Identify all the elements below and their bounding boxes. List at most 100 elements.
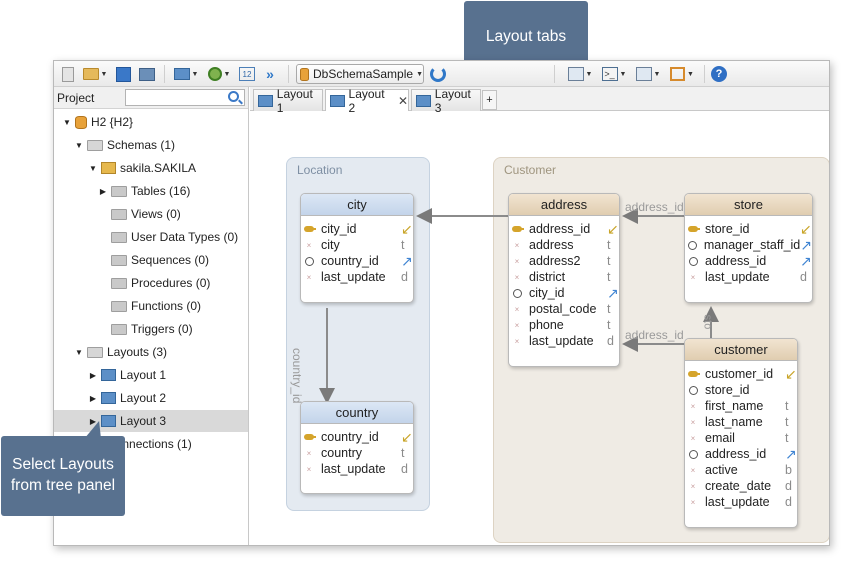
monitor-button[interactable]: ▼ <box>172 64 200 84</box>
entity-store[interactable]: store store_id↙manager_staff_id↗address_… <box>684 193 813 303</box>
entity-column[interactable]: store_id↙ <box>685 221 812 237</box>
tab-layout-3[interactable]: Layout 3 <box>411 87 481 115</box>
tree-item[interactable]: ▶Tables (16) <box>54 180 248 202</box>
terminal-button[interactable]: >_▼ <box>600 64 628 84</box>
tree-item[interactable]: ▶Layout 3 <box>54 410 248 432</box>
column-name: last_update <box>321 462 386 476</box>
tab-layout-2[interactable]: Layout 2 ✕ <box>325 87 409 115</box>
tree-item[interactable]: Views (0) <box>54 203 248 225</box>
project-search-input[interactable] <box>125 89 245 106</box>
entity-column[interactable]: address_id↗ <box>685 253 812 269</box>
column-name: last_update <box>705 270 770 284</box>
toolbar-separator <box>164 65 165 83</box>
entity-column[interactable]: country_id↙ <box>301 429 413 445</box>
zoom-button[interactable]: ▼ <box>205 64 233 84</box>
collapse-toggle-icon[interactable]: ▼ <box>75 140 83 150</box>
search-icon[interactable] <box>228 91 239 102</box>
tab-layout-1[interactable]: Layout 1 <box>253 87 323 115</box>
entity-column[interactable]: customer_id↙ <box>685 366 797 382</box>
help-button[interactable]: ? <box>710 64 728 84</box>
tree-item[interactable]: Triggers (0) <box>54 318 248 340</box>
print-button[interactable] <box>137 64 157 84</box>
save-button[interactable] <box>114 64 132 84</box>
entity-column[interactable]: manager_staff_id↗ <box>685 237 812 253</box>
expand-toggle-icon[interactable]: ▶ <box>89 393 97 403</box>
tree-item[interactable]: ▶Layout 2 <box>54 387 248 409</box>
relation-label-sto: sto <box>701 314 714 330</box>
open-button[interactable]: ▼ <box>81 64 109 84</box>
save-icon <box>115 66 131 82</box>
layout-button[interactable]: ▼ <box>566 64 594 84</box>
page-number-button[interactable]: 12 <box>238 64 256 84</box>
refresh-button[interactable] <box>429 64 447 84</box>
close-icon[interactable]: ✕ <box>397 93 408 108</box>
expand-toggle-icon[interactable]: ▶ <box>99 186 107 196</box>
entity-column[interactable]: store_id <box>685 382 797 398</box>
tree-item-label: Schemas (1) <box>107 138 176 152</box>
new-document-button[interactable] <box>59 64 77 84</box>
tree-item[interactable]: ▼H2 {H2} <box>54 111 248 133</box>
database-icon <box>75 115 87 129</box>
add-tab-button[interactable]: + <box>482 90 497 110</box>
tree-item-label: Functions (0) <box>131 299 202 313</box>
column-marker-icon: × <box>690 433 696 443</box>
primary-key-icon <box>687 226 700 232</box>
expand-toggle-icon[interactable]: ▶ <box>89 370 97 380</box>
entity-column[interactable]: country_id↗ <box>301 253 413 269</box>
forward-button[interactable]: » <box>261 64 279 84</box>
crop-button[interactable]: ▼ <box>668 64 696 84</box>
entity-column[interactable]: city_id↙ <box>301 221 413 237</box>
column-type: t <box>401 446 405 460</box>
column-type: d <box>401 462 408 476</box>
tree-item-label: Sequences (0) <box>131 253 210 267</box>
tree-item-label: Layout 1 <box>120 368 167 382</box>
tree-item[interactable]: Functions (0) <box>54 295 248 317</box>
tree-item[interactable]: User Data Types (0) <box>54 226 248 248</box>
schema-select[interactable]: DbSchemaSample ▼ <box>296 64 424 84</box>
tree-item[interactable]: Sequences (0) <box>54 249 248 271</box>
entity-customer[interactable]: customer customer_id↙store_id×first_name… <box>684 338 798 528</box>
entity-column[interactable]: city_id↗ <box>509 285 619 301</box>
diagram-canvas[interactable]: Location Customer city_id address_id add… <box>250 112 829 545</box>
column-marker-icon: × <box>514 336 520 346</box>
column-name: email <box>705 431 735 445</box>
tree-item[interactable]: ▶ Layout 1 <box>54 364 248 386</box>
entity-customer-title: customer <box>685 339 797 361</box>
tree-item[interactable]: ▼ Schemas (1) <box>54 134 248 156</box>
arrange-button[interactable]: ▼ <box>634 64 662 84</box>
expand-toggle-icon[interactable]: ▶ <box>89 416 97 426</box>
print-icon <box>139 67 155 81</box>
entity-column[interactable]: address_id↙ <box>509 221 619 237</box>
collapse-toggle-icon[interactable]: ▼ <box>75 347 83 357</box>
entity-column[interactable]: address_id↗ <box>685 446 797 462</box>
collapse-toggle-icon[interactable]: ▼ <box>89 163 97 173</box>
relation-label-address-id-store: address_id <box>625 200 684 214</box>
column-name: create_date <box>705 479 772 493</box>
database-icon <box>300 67 309 81</box>
tree-item[interactable]: Procedures (0) <box>54 272 248 294</box>
collapse-toggle-icon[interactable]: ▼ <box>63 117 71 127</box>
layout-icon <box>330 94 345 107</box>
tree-item[interactable]: ▼sakila.SAKILA <box>54 157 248 179</box>
tree-item[interactable]: ▼Layouts (3) <box>54 341 248 363</box>
